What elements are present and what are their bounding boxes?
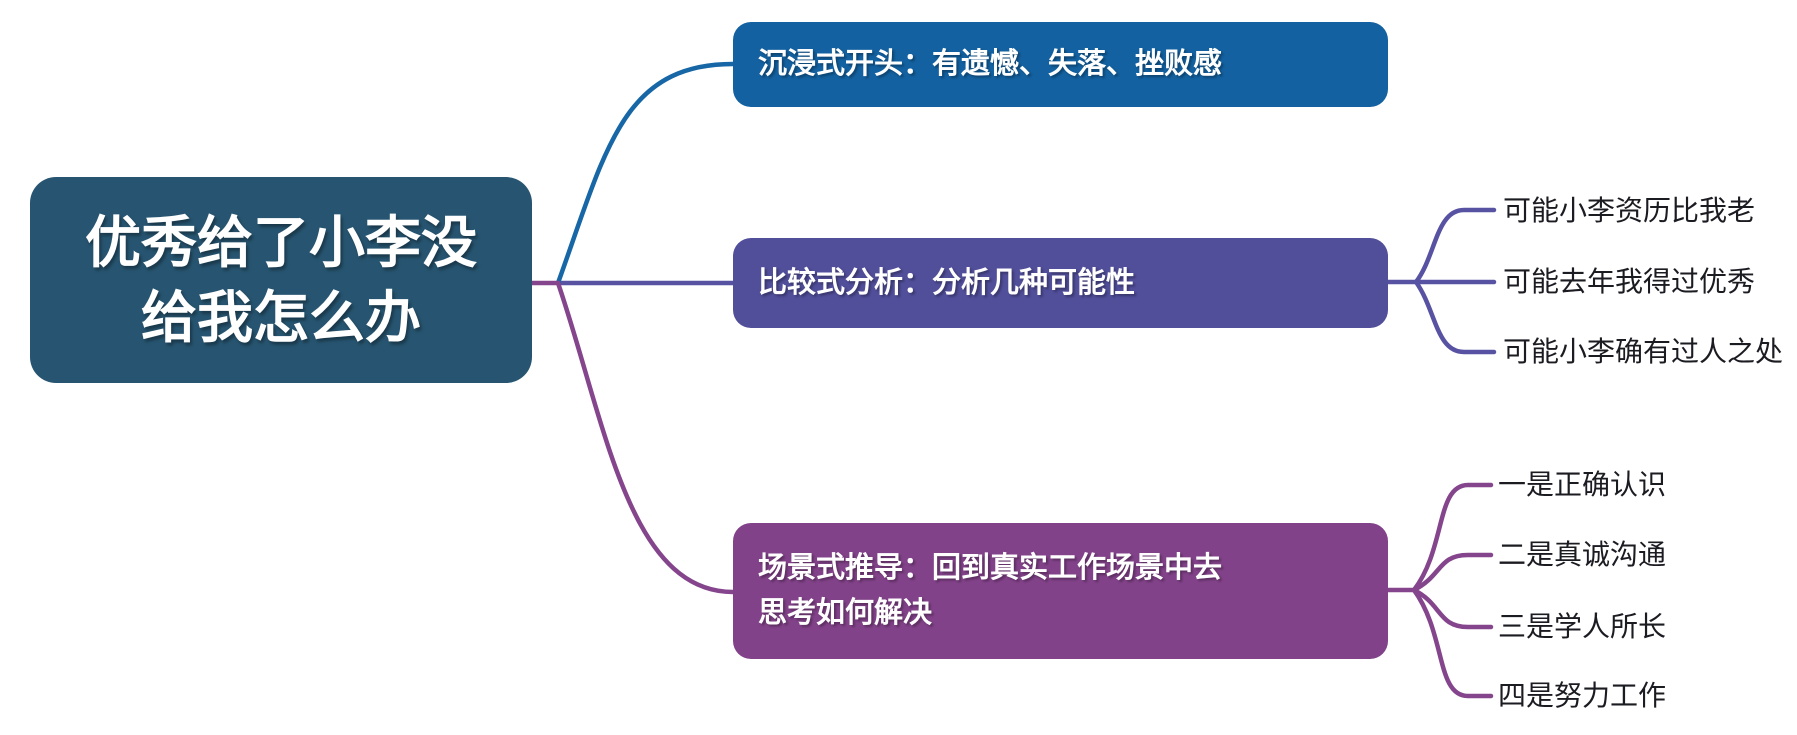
branch-node-scenario-deduction[interactable]: 场景式推导：回到真实工作场景中去思考如何解决 (733, 523, 1388, 659)
connector-scenario-to-leaf1 (1411, 482, 1494, 593)
connector-scenario-to-leaf3 (1411, 587, 1494, 630)
connector-scenario-to-leaf4 (1411, 587, 1494, 699)
branch-label: 场景式推导：回到真实工作场景中去思考如何解决 (758, 552, 1223, 629)
leaf-node[interactable]: 三是学人所长 (1498, 611, 1667, 642)
branch-node-comparative-analysis[interactable]: 比较式分析：分析几种可能性 (733, 238, 1388, 328)
connector-root-to-immersive (555, 61, 736, 286)
leaf-node[interactable]: 二是真诚沟通 (1498, 539, 1667, 570)
branch-node-immersive-opening[interactable]: 沉浸式开头：有遗憾、失落、挫败感 (733, 22, 1388, 107)
leaf-node[interactable]: 一是正确认识 (1498, 469, 1667, 500)
root-node-label: 优秀给了小李没给我怎么办 (85, 211, 477, 349)
root-node[interactable]: 优秀给了小李没给我怎么办 (30, 177, 532, 383)
connector-root-to-scenario (528, 280, 736, 595)
branch-label: 沉浸式开头：有遗憾、失落、挫败感 (758, 48, 1223, 80)
connector-scenario-to-leaf2 (1411, 552, 1494, 593)
leaf-node[interactable]: 四是努力工作 (1498, 680, 1667, 711)
connector-comparative-to-leaf1 (1413, 207, 1497, 285)
connector-comparative-to-leaf3 (1413, 279, 1497, 355)
leaf-node[interactable]: 可能小李确有过人之处 (1503, 336, 1784, 367)
branch-label: 比较式分析：分析几种可能性 (758, 266, 1136, 299)
leaf-node[interactable]: 可能去年我得过优秀 (1503, 266, 1756, 297)
leaf-node[interactable]: 可能小李资历比我老 (1503, 195, 1756, 226)
